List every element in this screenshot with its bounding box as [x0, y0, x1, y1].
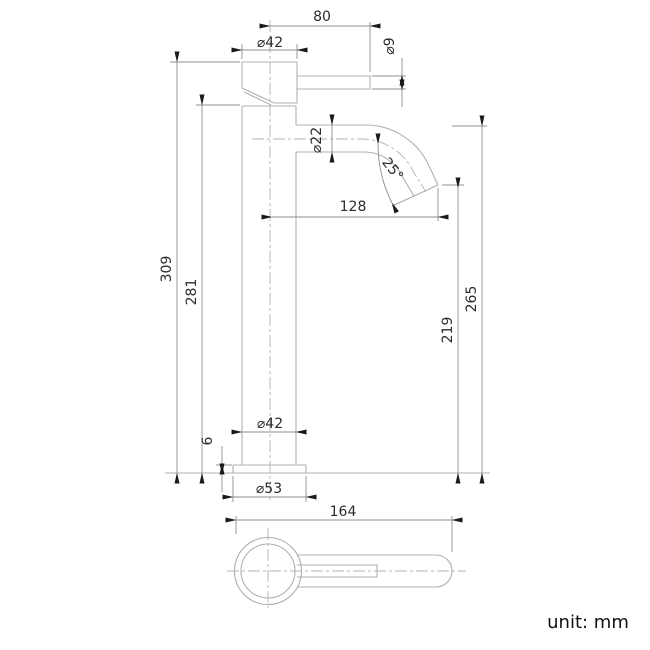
dim-handle-length	[225, 516, 463, 552]
dim-lever-length	[259, 22, 381, 72]
spout-outer-edge	[296, 124, 439, 186]
label-overall-height: 309	[159, 256, 175, 283]
label-body-height: 281	[184, 279, 200, 306]
label-outlet-height: 219	[440, 317, 456, 344]
dim-base-diameter	[222, 476, 317, 502]
dim-outlet-height	[442, 177, 464, 484]
dim-top-diameter	[231, 44, 308, 59]
label-base-thickness: 6	[200, 436, 216, 445]
handle-plan-view	[233, 536, 453, 606]
label-body-diameter: ⌀42	[257, 416, 283, 432]
label-lever-length: 80	[313, 9, 331, 25]
dim-spout-reach	[261, 188, 449, 221]
faucet-cap-seam	[243, 91, 272, 106]
dim-spout-top-height	[452, 115, 487, 484]
faucet-cap-outline	[241, 61, 298, 104]
dim-rod-diameter	[372, 58, 406, 107]
label-rod-diameter: ⌀9	[382, 37, 398, 54]
label-spout-angle: 25°	[378, 155, 406, 184]
dim-spout-angle	[375, 133, 415, 214]
label-spout-reach: 128	[340, 199, 367, 215]
dim-body-height	[196, 94, 240, 484]
unit-note: unit: mm	[547, 612, 629, 633]
dim-base-thickness	[216, 446, 232, 492]
label-base-diameter: ⌀53	[256, 481, 282, 497]
label-top-diameter: ⌀42	[257, 35, 283, 51]
handle-lever-plan	[298, 554, 453, 588]
faucet-side-view	[165, 61, 490, 474]
base-plate	[232, 464, 307, 473]
dimension-labels: 80 ⌀42 ⌀9 ⌀22 25° 128 309 281 219 265 ⌀4…	[159, 9, 480, 520]
handle-base-inner-circle	[240, 543, 296, 599]
handle-rod-side	[297, 75, 371, 90]
dimension-annotations	[170, 22, 487, 552]
label-spout-diameter: ⌀22	[309, 127, 325, 153]
label-handle-length: 164	[330, 504, 357, 520]
handle-base-outer-circle	[233, 536, 303, 606]
label-spout-top-height: 265	[464, 286, 480, 313]
handle-rod-plan	[297, 564, 378, 578]
dim-overall-height	[170, 51, 240, 484]
spout-outlet-face	[413, 184, 439, 197]
